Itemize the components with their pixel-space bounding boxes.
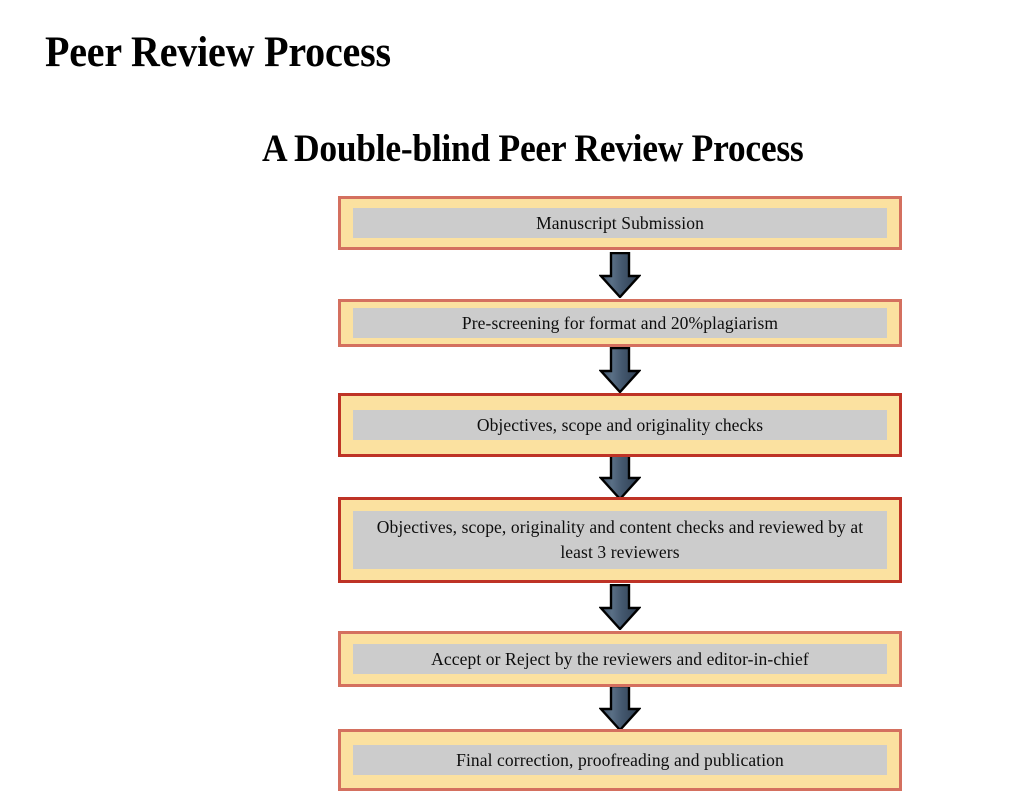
flow-box-objectives-scope-originality[interactable]: Objectives, scope and originality checks <box>338 393 902 457</box>
flow-box-inner: Manuscript Submission <box>353 208 887 238</box>
flow-step-4: Objectives, scope, originality and conte… <box>338 497 902 583</box>
flow-box-inner: Objectives, scope, originality and conte… <box>353 511 887 569</box>
flow-connector-1 <box>338 250 902 299</box>
flow-box-content-checks-reviewers[interactable]: Objectives, scope, originality and conte… <box>338 497 902 583</box>
down-arrow-icon <box>599 347 641 393</box>
flow-connector-4 <box>338 583 902 631</box>
flow-step-label: Manuscript Submission <box>536 212 704 233</box>
flow-step-5: Accept or Reject by the reviewers and ed… <box>338 631 902 687</box>
flow-step-6: Final correction, proofreading and publi… <box>338 729 902 791</box>
flow-step-3: Objectives, scope and originality checks <box>338 393 902 457</box>
flow-box-manuscript-submission[interactable]: Manuscript Submission <box>338 196 902 250</box>
flow-connector-2 <box>338 347 902 393</box>
down-arrow-icon <box>599 685 641 731</box>
flow-step-label: Final correction, proofreading and publi… <box>456 749 784 770</box>
flow-step-label: Objectives, scope and originality checks <box>476 414 764 435</box>
down-arrow-icon <box>599 251 641 298</box>
flow-box-accept-or-reject[interactable]: Accept or Reject by the reviewers and ed… <box>338 631 902 687</box>
flow-box-inner: Accept or Reject by the reviewers and ed… <box>353 644 887 674</box>
flow-step-label: Objectives, scope, originality and conte… <box>376 517 864 562</box>
down-arrow-icon <box>599 584 641 630</box>
flow-connector-5 <box>338 685 902 731</box>
flowchart-title: A Double-blind Peer Review Process <box>262 127 804 170</box>
flow-box-inner: Objectives, scope and originality checks <box>353 410 887 440</box>
down-arrow-icon <box>599 454 641 500</box>
flow-step-2: Pre-screening for format and 20%plagiari… <box>338 299 902 347</box>
flow-connector-3 <box>338 454 902 500</box>
peer-review-flowchart: Manuscript Submission Pre-screening for … <box>338 196 902 791</box>
flow-box-final-correction[interactable]: Final correction, proofreading and publi… <box>338 729 902 791</box>
flow-step-label: Accept or Reject by the reviewers and ed… <box>431 648 809 669</box>
flow-step-1: Manuscript Submission <box>338 196 902 250</box>
flow-box-inner: Final correction, proofreading and publi… <box>353 745 887 775</box>
flow-box-pre-screening[interactable]: Pre-screening for format and 20%plagiari… <box>338 299 902 347</box>
flow-step-label: Pre-screening for format and 20%plagiari… <box>461 312 779 333</box>
page-title: Peer Review Process <box>45 29 391 76</box>
flow-box-inner: Pre-screening for format and 20%plagiari… <box>353 308 887 338</box>
